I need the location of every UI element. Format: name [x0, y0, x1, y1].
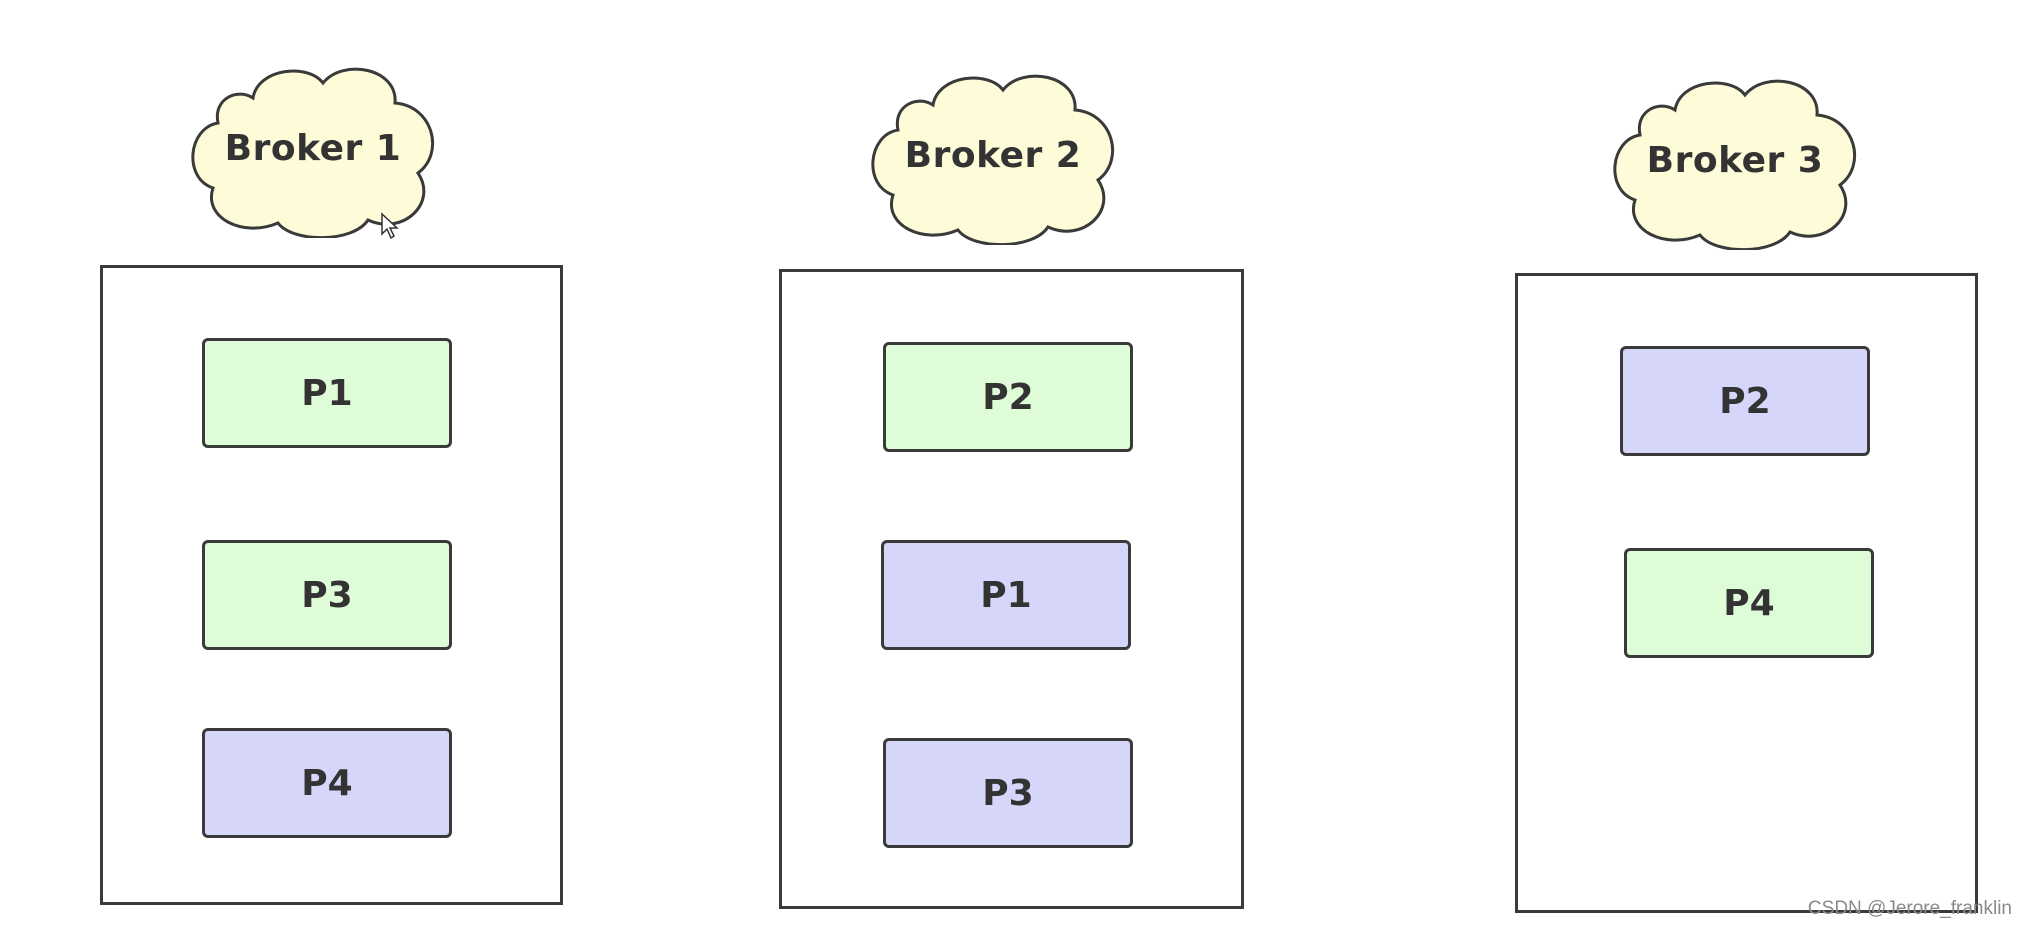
partition-p4-leader: P4 — [1624, 548, 1874, 658]
broker-1-cloud: Broker 1 — [183, 58, 443, 238]
watermark-text: CSDN @Jerore_franklin — [1807, 898, 2012, 919]
partition-p2-leader: P2 — [883, 342, 1133, 452]
cloud-shape-icon — [191, 67, 435, 238]
mouse-pointer-icon — [381, 212, 399, 240]
cloud-shape-icon — [871, 74, 1115, 245]
broker-label: Broker 2 — [904, 134, 1082, 176]
broker-label: Broker 1 — [224, 127, 402, 169]
partition-p2-follower: P2 — [1620, 346, 1870, 456]
broker-1-box: P1 P3 P4 — [100, 265, 563, 905]
broker-2-box: P2 P1 P3 — [779, 269, 1244, 909]
broker-3-cloud: Broker 3 — [1605, 70, 1865, 250]
partition-p3-follower: P3 — [883, 738, 1133, 848]
partition-p3-leader: P3 — [202, 540, 452, 650]
partition-p1-leader: P1 — [202, 338, 452, 448]
broker-label: Broker 3 — [1646, 139, 1824, 181]
cloud-shape-icon — [1613, 79, 1857, 250]
partition-p1-follower: P1 — [881, 540, 1131, 650]
broker-3-box: P2 P4 — [1515, 273, 1978, 913]
partition-p4-follower: P4 — [202, 728, 452, 838]
broker-2-cloud: Broker 2 — [863, 65, 1123, 245]
